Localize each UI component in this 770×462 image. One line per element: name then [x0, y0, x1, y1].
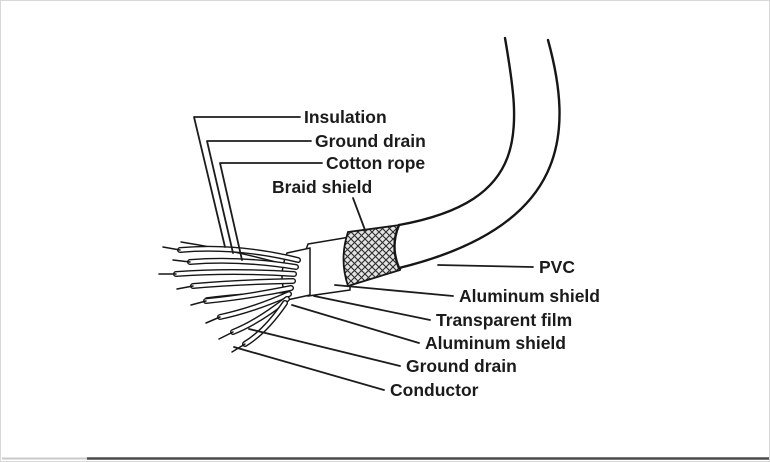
label-transparent-film: Transparent film: [436, 310, 572, 330]
aluminum-shield-outer-leader-line: [334, 284, 454, 297]
label-aluminum-shield-outer: Aluminum shield: [459, 286, 600, 306]
wire-core: [174, 270, 296, 276]
wire: [158, 269, 297, 277]
wire-core: [191, 279, 295, 288]
wire-core: [178, 247, 300, 262]
label-ground-drain-bottom: Ground drain: [406, 356, 517, 376]
label-cotton-rope: Cotton rope: [326, 153, 425, 173]
wire-bare-tip: [205, 316, 221, 324]
wire-bare-tip: [218, 331, 234, 340]
aluminum-shield-inner-leader-line: [291, 304, 420, 344]
wire-core: [188, 259, 298, 269]
wire-bare-tip: [190, 300, 207, 306]
wire: [172, 257, 299, 270]
pvc-leader-line: [437, 264, 534, 268]
label-insulation: Insulation: [304, 107, 387, 127]
cotton-rope-leader-line: [219, 162, 323, 261]
label-ground-drain-top: Ground drain: [315, 131, 426, 151]
ground-drain-bottom-leader-line: [248, 328, 401, 367]
insulation-leader-line: [193, 116, 301, 248]
wire: [176, 278, 296, 290]
wire-bare-tip: [172, 259, 191, 263]
label-braid-shield: Braid shield: [272, 177, 372, 197]
transparent-film-leader-line: [313, 295, 431, 321]
pvc-jacket-outer-edge: [397, 38, 561, 270]
label-aluminum-shield-inner: Aluminum shield: [425, 333, 566, 353]
wire: [190, 285, 294, 306]
label-conductor: Conductor: [390, 380, 479, 400]
pvc-jacket-inner-edge: [397, 36, 516, 227]
wire-core: [218, 292, 291, 319]
conductor-leader-line: [233, 346, 385, 391]
pvc-jacket-cut-face: [393, 223, 401, 270]
wire-core: [204, 286, 293, 303]
wire: [162, 245, 301, 263]
wire-bare-tip: [162, 246, 181, 251]
label-pvc: PVC: [539, 257, 575, 277]
wire-bare-tip: [176, 285, 194, 290]
wire: [205, 291, 292, 324]
wire-core: [243, 301, 287, 346]
ground-drain-top-leader-line: [206, 140, 312, 254]
braid-shield-leader-line: [352, 197, 366, 231]
